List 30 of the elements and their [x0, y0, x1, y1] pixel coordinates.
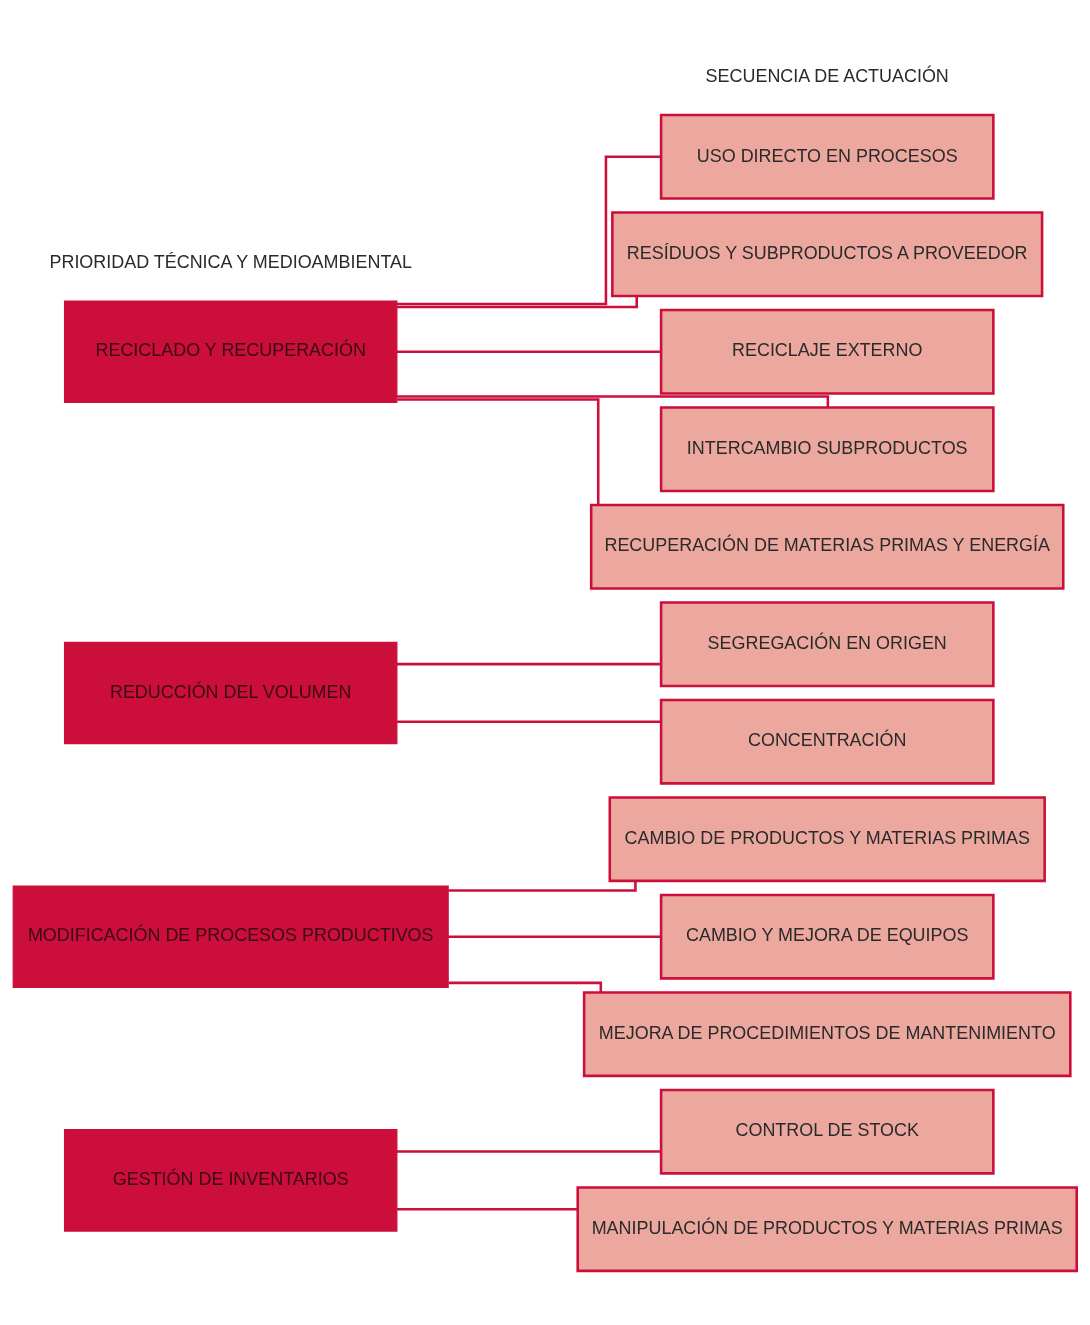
connector [396, 662, 661, 666]
node-box: RECICLAJE EXTERNO [659, 308, 995, 395]
connector [448, 935, 662, 938]
node-box: CONCENTRACIÓN [659, 698, 995, 785]
connector [448, 981, 603, 993]
node-box: CAMBIO Y MEJORA DE EQUIPOS [659, 893, 995, 980]
node-box: RESÍDUOS Y SUBPRODUCTOS A PROVEEDOR [611, 211, 1044, 298]
connector [396, 1208, 578, 1211]
node-box: MEJORA DE PROCEDIMIENTOS DE MANTENIMIENTO [582, 991, 1072, 1078]
node-box: MODIFICACIÓN DE PROCESOS PRODUCTIVOS [12, 885, 449, 988]
connector [397, 395, 830, 408]
node-box: GESTIÓN DE INVENTARIOS [63, 1129, 398, 1232]
label: PRIORIDAD TÉCNICA Y MEDIOAMBIENTAL [49, 251, 412, 272]
label: SECUENCIA DE ACTUACIÓN [705, 65, 949, 86]
node-box: CAMBIO DE PRODUCTOS Y MATERIAS PRIMAS [608, 796, 1046, 883]
connector [397, 398, 600, 505]
node-box: USO DIRECTO EN PROCESOS [659, 113, 995, 200]
connector [396, 155, 661, 306]
node-box: INTERCAMBIO SUBPRODUCTOS [659, 406, 995, 493]
node-box: RECUPERACIÓN DE MATERIAS PRIMAS Y ENERGÍA [589, 503, 1065, 590]
connector [396, 1150, 661, 1153]
connector [396, 350, 661, 354]
node-box: REDUCCIÓN DEL VOLUMEN [63, 641, 398, 745]
node-box: SEGREGACIÓN EN ORIGEN [659, 601, 995, 688]
node-box: MANIPULACIÓN DE PRODUCTOS Y MATERIAS PRIMAS [576, 1186, 1078, 1273]
connector [448, 881, 637, 892]
connector [396, 720, 661, 724]
node-box: CONTROL DE STOCK [659, 1088, 995, 1175]
connector [397, 296, 638, 309]
node-box: RECICLADO Y RECUPERACIÓN [63, 300, 398, 404]
